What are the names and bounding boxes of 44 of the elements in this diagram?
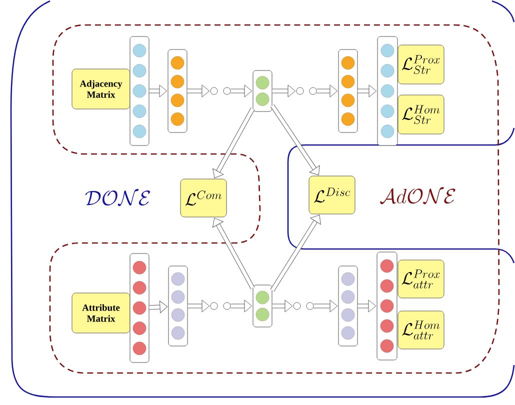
block-arrow [272,84,296,98]
loss-box: $\mathcal{L}^{Disc}$ [308,176,356,214]
ellipsis-dot [210,302,218,310]
vector-column [130,36,150,146]
input-box: Adjacency Matrix [72,68,130,110]
block-arrow [358,300,376,312]
vector-column [252,284,272,328]
loss-box: $\mathcal{L}^{Prox}_{attr}$ [398,260,444,298]
ellipsis-dot [223,87,231,95]
ellipsis-dot [306,302,314,310]
block-arrow [316,84,338,98]
block-arrow [230,300,252,312]
ellipsis-dot [293,302,301,310]
vector-column [252,70,272,112]
block-arrow [358,84,377,98]
block-arrow [272,300,293,312]
block-arrow [188,300,210,312]
block-arrow [270,214,321,292]
loss-box: $\mathcal{L}^{Prox}_{Str}$ [398,44,444,84]
loss-box: $\mathcal{L}^{Com}$ [180,178,227,218]
vector-column [338,266,358,346]
block-arrow [230,84,252,98]
vector-column [376,252,398,360]
ellipsis-dot [210,87,218,95]
block-arrow [149,300,168,314]
ellipsis-dot [296,87,304,95]
block-arrow [212,108,255,178]
vector-column [377,36,398,146]
model-name: $\mathcal{DONE}$ [85,189,150,206]
ellipsis-dot [309,87,317,95]
loss-box: $\mathcal{L}^{Hom}_{attr}$ [398,310,444,350]
ellipsis-dot [223,302,231,310]
input-box: Attribute Matrix [72,292,130,334]
model-name: $\mathcal{A}d\mathcal{ONE}$ [380,187,456,204]
vector-column [130,253,150,363]
vector-column [338,49,358,133]
vector-column [168,266,188,346]
block-arrow [270,104,320,176]
loss-box: $\mathcal{L}^{Hom}_{Str}$ [398,94,444,134]
block-arrow [187,84,210,98]
block-arrow [212,218,255,290]
block-arrow [314,300,338,312]
vector-column [168,49,188,133]
block-arrow [149,84,168,98]
